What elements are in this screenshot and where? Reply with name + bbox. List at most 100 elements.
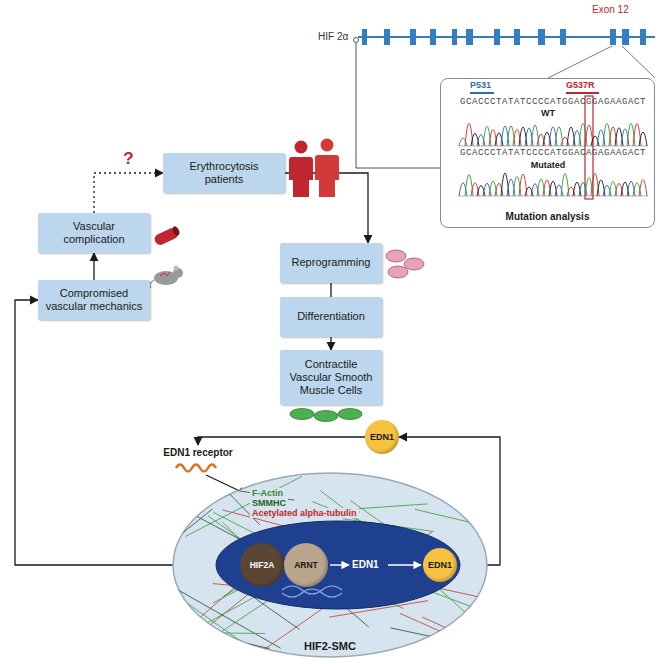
- allele-label: Mutated: [531, 160, 566, 170]
- flow-connector: [93, 253, 94, 280]
- mouse-icon: [150, 266, 183, 289]
- fiber: [422, 617, 490, 658]
- cell-icon: [314, 411, 338, 422]
- gene-structure: [354, 29, 656, 168]
- trace-peak: [579, 123, 587, 146]
- process-box: Reprogramming: [280, 243, 382, 283]
- gene-name: HIF 2α: [318, 31, 348, 43]
- molecule-circle: ARNT: [284, 543, 328, 587]
- fiber: [415, 509, 479, 524]
- trace-peak: [639, 132, 647, 146]
- exon-block: [410, 29, 416, 45]
- exon-block: [430, 29, 436, 45]
- process-box: Differentiation: [280, 297, 382, 337]
- fiber: [400, 613, 476, 647]
- process-box: Contractile Vascular Smooth Muscle Cells: [280, 350, 382, 405]
- cell-icon: [386, 250, 406, 262]
- node-text: HIF2-SMC: [301, 640, 359, 652]
- mutation-label: G537R: [566, 80, 595, 90]
- exon-block: [494, 29, 500, 45]
- chromatogram: [458, 92, 648, 199]
- codon-bar: [566, 92, 599, 94]
- mouse-tail: [150, 280, 154, 288]
- trace-peak: [543, 180, 551, 196]
- zoom-line: [622, 46, 655, 78]
- trace-peak: [615, 128, 623, 146]
- exon-label: Exon 12: [592, 4, 629, 16]
- receptor-label: EDN1 receptor: [163, 447, 232, 459]
- fiber: [170, 614, 269, 649]
- leader-line: [356, 43, 440, 168]
- exon-block: [466, 29, 473, 45]
- ligand-arrow: [198, 437, 365, 445]
- flow-connector: [94, 173, 163, 213]
- person-head: [321, 139, 334, 152]
- trace-peak: [519, 127, 527, 146]
- mouse-ear: [174, 266, 179, 271]
- sequence-text: GCACCCTATATCCCCATGGACAGAGAAGACT: [460, 148, 646, 158]
- codon-label: P531: [470, 80, 491, 90]
- node-text: ARNT: [294, 560, 318, 570]
- node-text: EDN1: [428, 560, 452, 570]
- smooth-muscle-cell: HIF2-SMC HIF2A ARNT EDN1: [170, 470, 490, 660]
- fiber: [173, 509, 212, 540]
- fiber: [390, 628, 490, 660]
- exon-block: [538, 29, 545, 45]
- cell-icon: [290, 409, 314, 420]
- translation-arrow: [388, 564, 421, 565]
- vessel-mark: [160, 272, 170, 276]
- exon-block: [622, 29, 629, 45]
- dna-strand: [282, 586, 342, 594]
- molecule-circle: EDN1: [365, 420, 399, 454]
- exon-block: [514, 29, 520, 45]
- cell-icon: [388, 266, 408, 278]
- person-body: [289, 157, 313, 197]
- cytoskeleton-fibers: [170, 470, 490, 660]
- protein-label: F-Actin: [250, 488, 285, 498]
- codon-bar: [470, 92, 494, 94]
- patients-icon: [289, 139, 339, 198]
- person-head: [295, 141, 308, 154]
- edge-label: ?: [121, 149, 135, 169]
- cell-icon: [404, 258, 424, 270]
- process-box: Compromised vascular mechanics: [38, 280, 150, 320]
- node-text: Mutation analysis: [506, 211, 590, 222]
- sequence-text: GCACCCTATATCCCCATGGACGGAGAAGACT: [460, 97, 646, 107]
- trace-peak: [537, 179, 545, 196]
- fiber: [176, 487, 225, 526]
- mutation-highlight: [585, 96, 593, 199]
- process-box: Vascular complication: [38, 213, 150, 253]
- flow-connector: [330, 337, 331, 350]
- exon-block: [560, 29, 566, 45]
- exon-block: [640, 29, 646, 45]
- cell-icon: [338, 409, 362, 420]
- receptor-symbol: [176, 465, 216, 472]
- trace-peak: [639, 179, 647, 196]
- molecule-circle: HIF2A: [240, 543, 284, 587]
- fiber: [377, 470, 490, 535]
- fiber: [170, 595, 276, 660]
- vessel-lumen: [171, 225, 181, 237]
- process-box: Erythrocytosis patients: [163, 153, 285, 193]
- node-text: Contractile Vascular Smooth Muscle Cells: [286, 358, 376, 398]
- smc-cells-icon: [290, 409, 362, 422]
- node-text: Differentiation: [297, 310, 365, 323]
- vessel-icon: [153, 225, 181, 246]
- flow-connector: [15, 300, 173, 565]
- transcription-arrow: [330, 564, 349, 565]
- exon-block: [452, 29, 457, 45]
- fiber: [200, 632, 265, 634]
- exon-block: [362, 29, 367, 45]
- zoom-line: [548, 46, 612, 78]
- trace-baseline: [458, 146, 648, 147]
- exon-block: [610, 29, 616, 45]
- protein-label: SMMHC: [250, 498, 288, 508]
- exon-block: [384, 29, 390, 45]
- allele-label: WT: [541, 108, 555, 118]
- molecule-circle: EDN1: [423, 548, 457, 582]
- cell-membrane: [173, 473, 487, 657]
- protein-label: Acetylated alpha-tubulin: [250, 508, 359, 518]
- node-text: Erythrocytosis patients: [169, 160, 279, 186]
- gene-label: EDN1: [352, 559, 379, 571]
